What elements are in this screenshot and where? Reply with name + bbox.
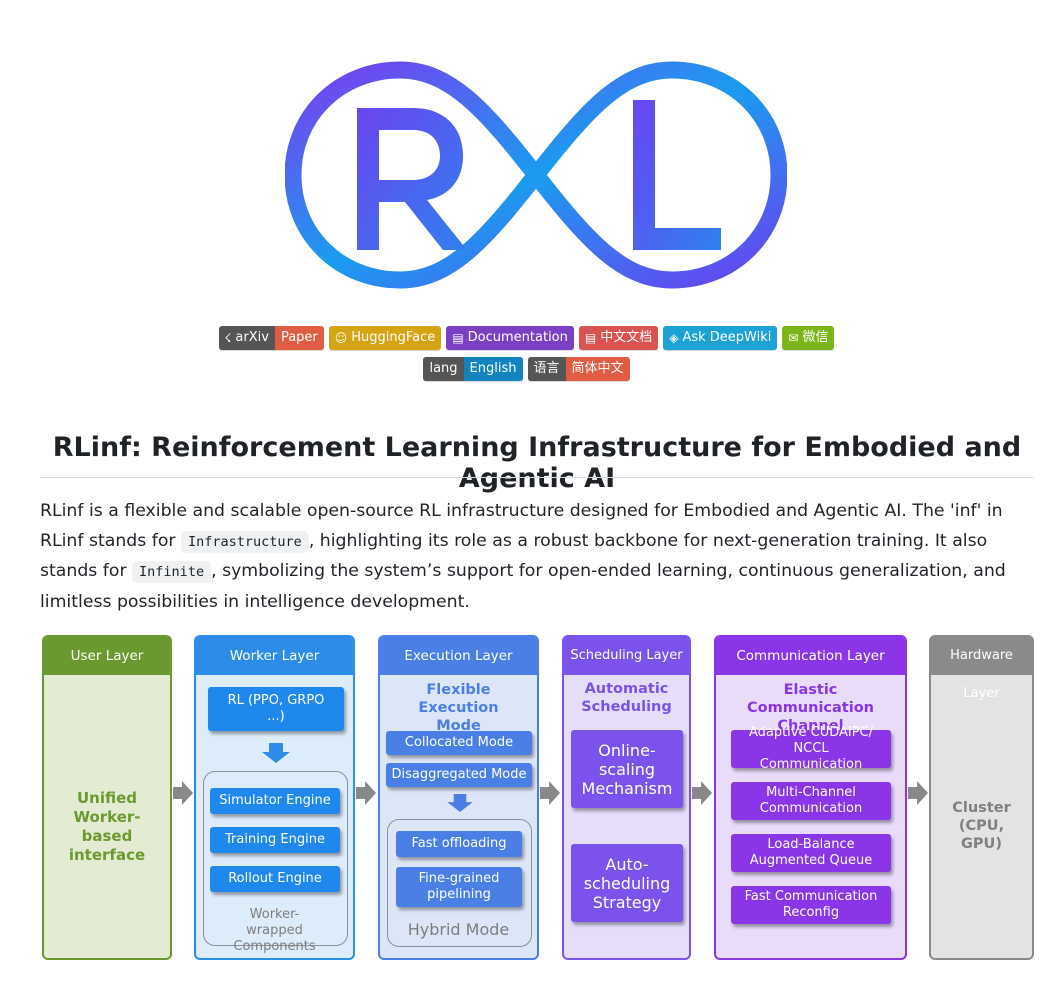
rl-algorithm-box: RL (PPO, GRPO ...) — [208, 687, 344, 731]
auto-scheduling-box: Auto-scheduling Strategy — [571, 844, 683, 922]
rl-infinity-logo — [285, 61, 787, 289]
badge-value: English — [463, 357, 523, 381]
arrow-right-icon — [356, 781, 376, 805]
badge-value: 简体中文 — [565, 357, 630, 381]
code-infrastructure: Infrastructure — [181, 530, 309, 553]
logo-letter-r — [357, 108, 467, 250]
multi-channel-box: Multi-Channel Communication — [731, 782, 891, 820]
hugging-face-icon: ☺ — [334, 331, 348, 345]
book-icon: ▤ — [584, 331, 597, 345]
load-balance-box: Load-Balance Augmented Queue — [731, 834, 891, 872]
badge-label: Ask DeepWiki — [682, 330, 772, 345]
badge-link-2[interactable]: ▤Documentation — [446, 326, 574, 350]
collocated-mode-box: Collocated Mode — [386, 731, 532, 755]
scheduling-subtitle: Automatic Scheduling — [581, 681, 672, 715]
badge-lang-1[interactable]: 语言简体中文 — [527, 357, 630, 381]
badge-link-1[interactable]: ☺HuggingFace — [328, 326, 442, 350]
badge-label: 微信 — [802, 330, 829, 345]
communication-subtitle: Elastic Communication Channel — [746, 682, 874, 734]
book-icon: ▤ — [452, 331, 464, 345]
layer-header: Communication Layer — [716, 637, 905, 675]
layer-header: Scheduling Layer — [564, 637, 689, 675]
badge-value: Paper — [274, 326, 324, 350]
badge-link-3[interactable]: ▤中文文档 — [578, 326, 659, 350]
execution-subtitle: Flexible Execution Mode — [418, 682, 499, 734]
wechat-icon: ✉ — [788, 331, 799, 345]
worker-group — [203, 771, 348, 946]
layer-header: Hardware Layer — [931, 637, 1032, 701]
arrow-right-icon — [173, 781, 193, 805]
fine-grained-pipelining-box: Fine-grained pipelining — [396, 867, 522, 907]
badge-label: Documentation — [467, 330, 568, 345]
scheduling-layer: Scheduling Layer Automatic Scheduling On… — [562, 635, 691, 960]
badge-link-4[interactable]: ◈Ask DeepWiki — [663, 326, 778, 350]
logo-letter-l — [633, 100, 721, 250]
layer-header: Execution Layer — [380, 637, 537, 675]
adaptive-cudaipc-box: Adaptive CUDAIPC/ NCCL Communication — [731, 725, 891, 772]
hardware-layer-body: Cluster (CPU, GPU) — [952, 800, 1011, 852]
user-layer: User Layer Unified Worker-based interfac… — [42, 635, 172, 960]
layer-header: Worker Layer — [196, 637, 353, 675]
badge-link-5[interactable]: ✉微信 — [782, 326, 835, 350]
fast-offloading-box: Fast offloading — [396, 831, 522, 857]
badge-label: 语言 — [533, 361, 560, 376]
badge-lang-0[interactable]: lang English — [423, 357, 523, 381]
online-scaling-box: Online-scaling Mechanism — [571, 730, 683, 808]
page-title: RLinf: Reinforcement Learning Infrastruc… — [52, 432, 1022, 494]
disaggregated-mode-box: Disaggregated Mode — [386, 763, 532, 787]
execution-layer: Execution Layer Flexible Execution Mode … — [378, 635, 539, 960]
badge-label: lang — [429, 361, 458, 376]
hardware-layer: Hardware Layer Cluster (CPU, GPU) — [929, 635, 1034, 960]
worker-layer: Worker Layer RL (PPO, GRPO ...) Simulato… — [194, 635, 355, 960]
layers-icon: ◈ — [669, 331, 679, 345]
hybrid-mode-label: Hybrid Mode — [407, 920, 510, 939]
badge-label: HuggingFace — [351, 330, 436, 345]
simulator-engine-box: Simulator Engine — [210, 788, 340, 814]
arrow-right-icon — [692, 781, 712, 805]
hybrid-mode-group — [387, 819, 532, 947]
user-layer-body: Unified Worker-based interface — [68, 789, 146, 864]
title-divider — [40, 477, 1034, 478]
arxiv-icon: ☇ — [224, 331, 232, 345]
code-infinite: Infinite — [132, 561, 212, 583]
arrow-down-icon — [262, 743, 290, 763]
training-engine-box: Training Engine — [210, 827, 340, 853]
badge-label: arXiv — [235, 330, 269, 345]
arrow-right-icon — [908, 781, 928, 805]
arrow-down-icon — [447, 794, 473, 812]
rollout-engine-box: Rollout Engine — [210, 866, 340, 892]
badge-label: 中文文档 — [600, 330, 653, 345]
arrow-right-icon — [540, 781, 560, 805]
layer-header: User Layer — [44, 637, 170, 675]
description-paragraph: RLinf is a flexible and scalable open-so… — [40, 501, 1006, 612]
communication-layer: Communication Layer Elastic Communicatio… — [714, 635, 907, 960]
fast-reconfig-box: Fast Communication Reconfig — [731, 886, 891, 924]
badge-link-0[interactable]: ☇arXiv Paper — [218, 326, 324, 350]
worker-group-label: Worker-wrapped Components — [233, 907, 316, 954]
